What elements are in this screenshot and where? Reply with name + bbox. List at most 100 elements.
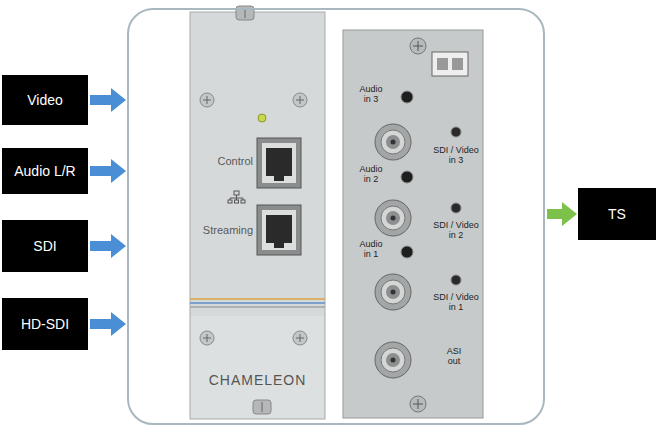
front-plate-body (190, 12, 325, 419)
stripe (190, 298, 325, 300)
screw-head (200, 93, 214, 107)
connector-body (432, 52, 468, 76)
bnc-body (381, 280, 405, 304)
box-label: TS (608, 206, 626, 222)
screw-slot (203, 96, 211, 104)
bnc-pin (391, 290, 396, 295)
bnc-body (381, 130, 405, 154)
input-box: Video (2, 75, 88, 125)
port-label: Audio in 3 (355, 84, 387, 105)
signal-arrow (547, 202, 577, 226)
indicator-hole (451, 275, 461, 285)
screw-slot (262, 402, 263, 412)
screw (293, 93, 307, 107)
screw-slot (296, 96, 304, 104)
screw-head (253, 400, 271, 414)
connector-pin (452, 58, 463, 70)
signal-arrow (90, 159, 126, 183)
signal-arrow (90, 312, 126, 336)
screw (253, 400, 271, 414)
bnc-connector (375, 274, 411, 310)
jack-frame (257, 138, 301, 188)
bnc-pin (391, 216, 396, 221)
front-plate-lower (191, 316, 324, 418)
screw-slot (203, 334, 211, 342)
front-plate (190, 6, 325, 419)
screw-slot (413, 41, 423, 51)
input-box: SDI (2, 220, 88, 272)
stripe (190, 302, 325, 304)
bnc-connector (375, 200, 411, 236)
input-box: HD-SDI (2, 298, 88, 350)
bnc-nut (375, 200, 411, 236)
screw-slot (413, 399, 423, 409)
screw (293, 331, 307, 345)
screw-slot (296, 334, 304, 342)
connector-pin (437, 58, 448, 70)
screw-head (410, 396, 426, 412)
icon-part (235, 200, 239, 203)
screw (200, 331, 214, 345)
bnc-pin (391, 140, 396, 145)
jack-frame (257, 205, 301, 255)
jack-tab (274, 176, 284, 181)
jack-shield (262, 143, 296, 183)
signal-arrow (90, 88, 126, 112)
port-label: ASI out (441, 346, 467, 367)
screw (410, 396, 426, 412)
audio-jack (401, 91, 413, 103)
port-label: Control (193, 155, 253, 168)
port-label: SDI / Video in 2 (431, 220, 481, 241)
bnc-insulator (386, 211, 400, 225)
jack-opening (266, 148, 292, 176)
icon-part (241, 200, 245, 203)
screw (410, 38, 426, 54)
rj45-jack (257, 138, 301, 188)
screw (200, 93, 214, 107)
output-box: TS (578, 188, 656, 240)
indicator-hole (451, 203, 461, 213)
stripe (190, 306, 325, 308)
bnc-insulator (386, 353, 400, 367)
audio-jack (401, 246, 413, 258)
port-label: Streaming (191, 224, 253, 237)
bnc-insulator (386, 285, 400, 299)
brand-label: CHAMELEON (192, 372, 323, 388)
network-icon (228, 191, 245, 203)
signal-arrow (90, 234, 126, 258)
bnc-body (381, 206, 405, 230)
back-plate (343, 30, 483, 418)
screw-head (410, 38, 426, 54)
audio-jack (401, 171, 413, 183)
icon-part (228, 200, 232, 203)
device-panel: ControlStreamingCHAMELEON Audio in 3 SDI /… (127, 8, 545, 425)
bnc-insulator (386, 135, 400, 149)
box-label: Audio L/R (14, 163, 75, 179)
port-label: Audio in 1 (355, 239, 387, 260)
bnc-nut (375, 124, 411, 160)
box-label: HD-SDI (21, 316, 69, 332)
bnc-nut (375, 274, 411, 310)
box-label: Video (27, 92, 63, 108)
port-label: SDI / Video in 1 (431, 292, 481, 313)
icon-part (234, 191, 239, 195)
port-label: SDI / Video in 3 (431, 145, 481, 166)
rj45-jack (257, 205, 301, 255)
bnc-nut (375, 342, 411, 378)
indicator-hole (451, 127, 461, 137)
screw-head (293, 331, 307, 345)
bnc-pin (391, 358, 396, 363)
box-label: SDI (33, 238, 56, 254)
jack-shield (262, 210, 296, 250)
bnc-body (381, 348, 405, 372)
input-box: Audio L/R (2, 148, 88, 194)
jack-tab (274, 243, 284, 248)
port-label: Audio in 2 (355, 164, 387, 185)
power-connector (432, 52, 468, 76)
bnc-connector (375, 342, 411, 378)
back-plate-body (343, 30, 483, 418)
screw-head (200, 331, 214, 345)
screw-head (293, 93, 307, 107)
jack-opening (266, 215, 292, 243)
